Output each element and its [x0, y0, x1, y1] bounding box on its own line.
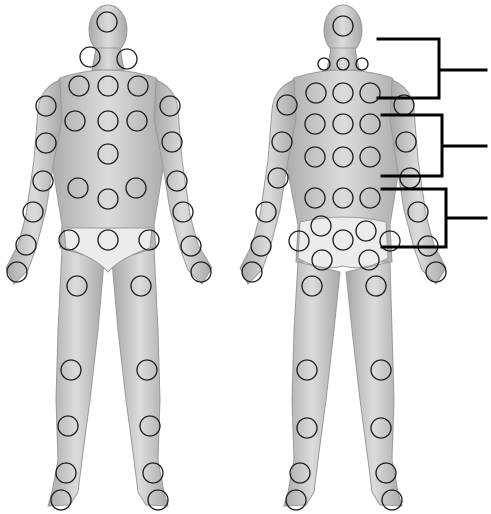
back-body-figure [240, 5, 446, 506]
front-left-leg [48, 248, 104, 506]
front-neck [92, 48, 124, 70]
back-right-leg [346, 262, 402, 506]
front-body-figure [6, 5, 212, 506]
back-left-leg [284, 262, 340, 506]
front-right-arm [154, 80, 212, 284]
back-neck [327, 48, 359, 70]
front-torso [46, 70, 170, 248]
back-right-arm [390, 80, 446, 284]
